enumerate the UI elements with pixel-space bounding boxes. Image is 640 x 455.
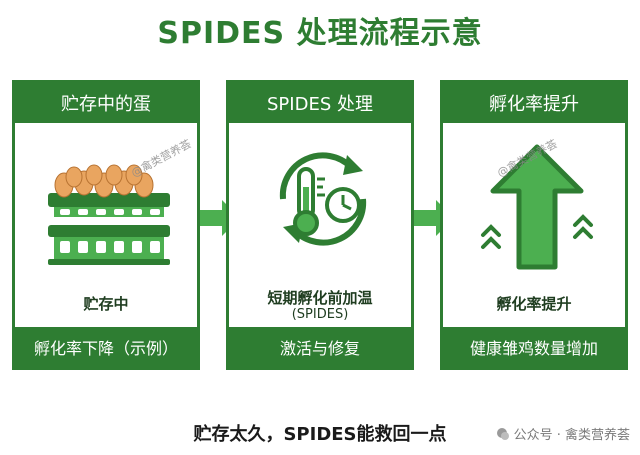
step-footer: 激活与修复: [229, 327, 411, 367]
step-header: 贮存中的蛋: [15, 83, 197, 123]
step-label: 孵化率提升: [496, 295, 572, 313]
step-label: 短期孵化前加温: [267, 289, 373, 307]
account-name: 公众号 · 禽类营养荟: [513, 428, 630, 443]
step-panel-storage: 贮存中的蛋: [12, 80, 200, 370]
step-sublabel: (SPIDES): [291, 307, 349, 322]
step-footer: 孵化率下降（示例）: [15, 327, 197, 367]
up-arrow-icon: [481, 144, 593, 270]
step-panel-hatchability: 孵化率提升 孵化率提升 健康雏鸡数量增加: [440, 80, 628, 370]
step-header: 孵化率提升: [443, 83, 625, 123]
egg-tray-icon: [48, 164, 170, 265]
step-body: 贮存中: [15, 123, 197, 327]
thermometer-clock-icon: [279, 152, 367, 246]
diagram-title: SPIDES 处理流程示意: [157, 16, 483, 51]
step-body: 孵化率提升: [443, 123, 625, 327]
wechat-icon: [496, 427, 509, 440]
bottom-caption: 贮存太久，SPIDES能救回一点: [193, 424, 447, 445]
step-footer: 健康雏鸡数量增加: [443, 327, 625, 367]
step-label: 贮存中: [83, 295, 129, 313]
step-panel-spides: SPIDES 处理 短期孵化前加温 (SPIDES) 激活与修复: [226, 80, 414, 370]
step-header: SPIDES 处理: [229, 83, 411, 123]
step-body: 短期孵化前加温 (SPIDES): [229, 123, 411, 327]
account-watermark: 公众号 · 禽类营养荟: [496, 424, 630, 443]
